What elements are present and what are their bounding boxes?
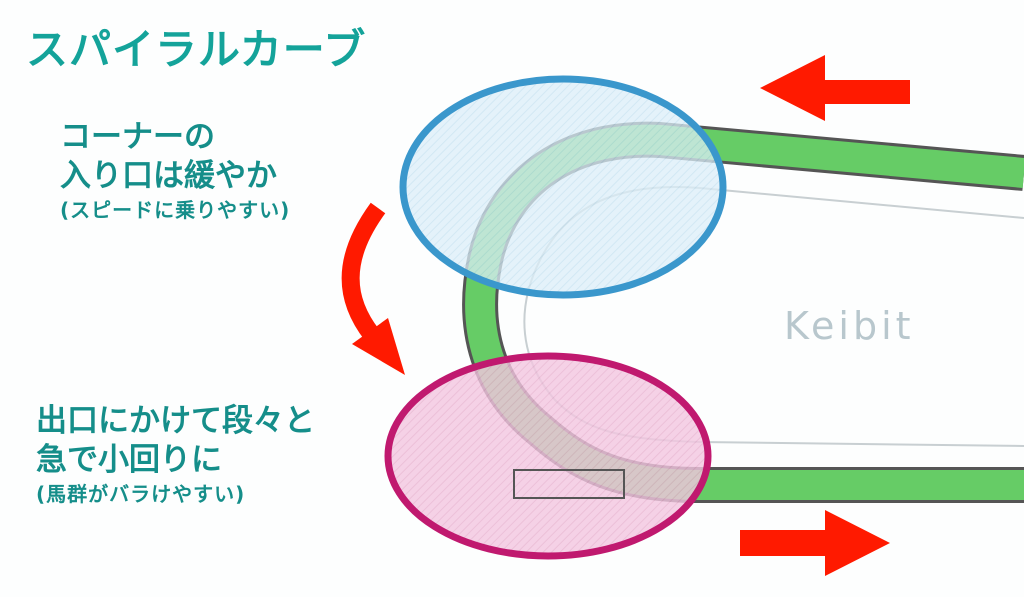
arrow-right-icon [740,510,890,576]
exit-note-sub: (馬群がバラけやすい) [36,481,246,506]
arrow-left-icon [760,55,910,121]
entry-note-line2: 入り口は緩やか [60,157,277,194]
watermark-text: Keibit [784,304,915,348]
exit-note-line2: 急で小回りに [36,441,222,478]
page-title: スパイラルカーブ [26,25,367,74]
curved-arrow-down-icon [341,202,405,375]
exit-note-line1: 出口にかけて段々と [36,403,315,439]
chute-rectangle [513,469,625,499]
entry-highlight-circle [399,75,727,299]
entry-note-line1: コーナーの [60,119,215,155]
exit-note: 出口にかけて段々と 急で小回りに (馬群がバラけやすい) [36,402,315,507]
entry-note-sub: (スピードに乗りやすい) [60,197,291,222]
entry-note: コーナーの 入り口は緩やか (スピードに乗りやすい) [60,118,290,223]
exit-highlight-circle [384,352,712,560]
